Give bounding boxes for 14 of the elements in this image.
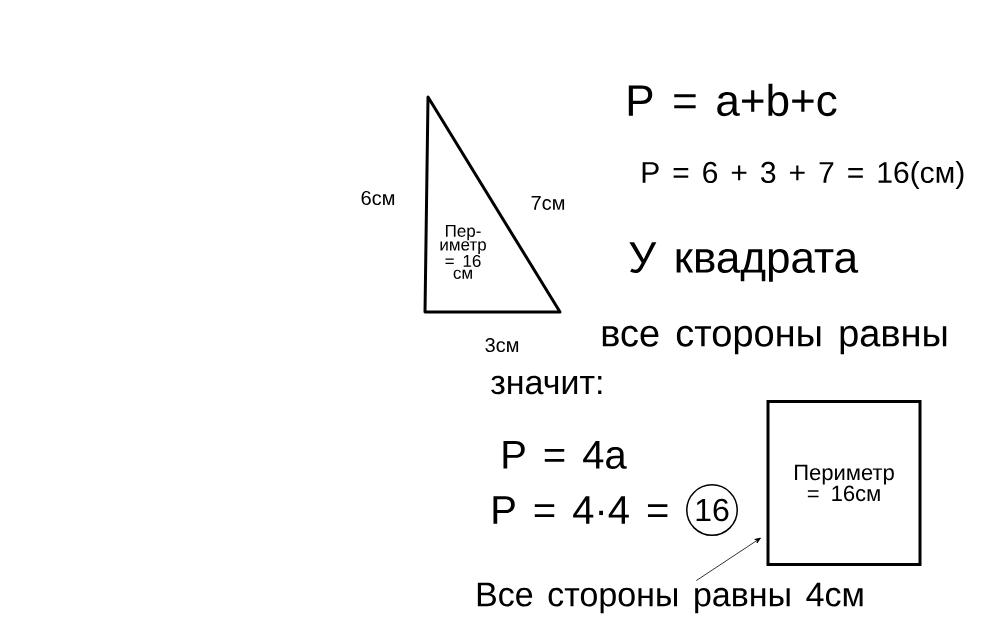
circled-number: 16 [686, 484, 738, 536]
square: Периметр = 16см [766, 400, 922, 566]
handwritten-formula: P = a+b+c [628, 83, 837, 117]
handwritten-formula: P = 4·4 = [493, 496, 668, 524]
arrow [695, 537, 761, 581]
side-length-label: 6см [361, 190, 395, 206]
handwritten-formula: все стороны равны [602, 325, 947, 355]
side-length-label: 7см [531, 196, 565, 210]
handwritten-formula: значит: [491, 375, 602, 395]
side-length-label: 3см [485, 337, 519, 353]
handwritten-formula: P = 4a [503, 441, 627, 469]
handwritten-formula: P = 6 + 3 + 7 = 16(см) [642, 161, 964, 189]
handwritten-note: Все стороны равны 4см [477, 582, 863, 614]
handwritten-formula: У квадрата [629, 242, 859, 282]
